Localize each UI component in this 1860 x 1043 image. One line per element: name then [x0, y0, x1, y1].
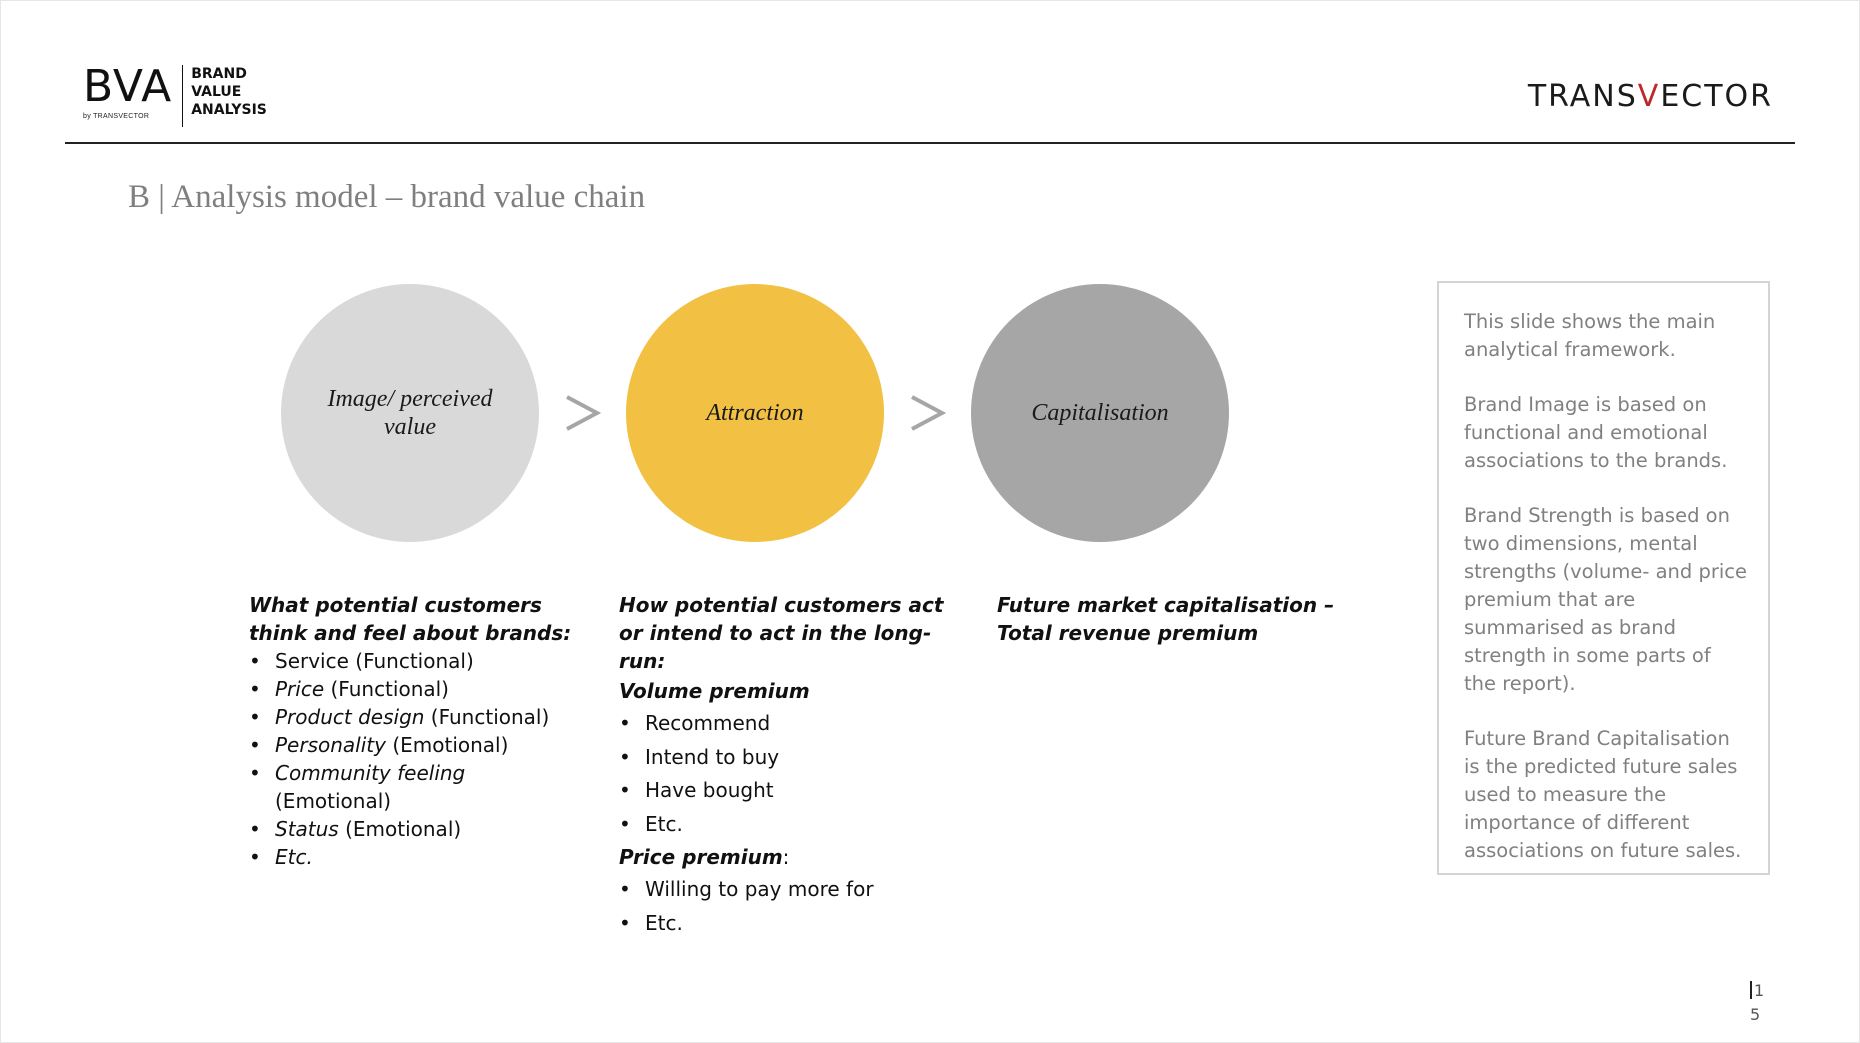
explanation-paragraph: Brand Strength is based on two dimension… — [1464, 504, 1747, 695]
chain-circle-capitalisation: Capitalisation — [971, 284, 1229, 542]
page-number-text: 1 5 — [1750, 981, 1765, 1024]
image-heading: What potential customers think and feel … — [249, 593, 572, 645]
price-premium-label: Price premium: — [619, 845, 790, 869]
chevron-right-icon — [908, 381, 948, 441]
list-item: Willing to pay more for — [619, 873, 949, 907]
list-item: Etc. — [619, 907, 949, 941]
price-premium-list: Willing to pay more for Etc. — [619, 873, 949, 940]
bva-word: VALUE — [191, 84, 242, 100]
capitalisation-heading: Future market capitalisation – Total rev… — [997, 593, 1335, 645]
chain-label-attraction: Attraction — [706, 400, 804, 426]
list-item: Have bought — [619, 774, 949, 808]
page-number-bar — [1750, 981, 1752, 999]
bva-divider — [182, 65, 184, 127]
header-rule — [65, 142, 1795, 144]
chain-label-image: Image/ perceived value — [327, 386, 493, 440]
attraction-description: How potential customers act or intend to… — [619, 591, 949, 940]
chevron-right-icon — [563, 381, 603, 441]
chain-circle-attraction: Attraction — [626, 284, 884, 542]
explanation-paragraph: Future Brand Capitalisation is the predi… — [1464, 727, 1742, 862]
list-item: Recommend — [619, 707, 949, 741]
bva-logo: BVA by TRANSVECTOR BRAND VALUE ANALYSIS — [83, 65, 267, 127]
capitalisation-description: Future market capitalisation – Total rev… — [997, 591, 1337, 647]
image-description: What potential customers think and feel … — [249, 591, 579, 871]
chain-label-capitalisation: Capitalisation — [1031, 400, 1169, 426]
list-item: Etc. — [619, 808, 949, 842]
bva-byline: by TRANSVECTOR — [83, 113, 150, 120]
volume-premium-label: Volume premium — [619, 679, 810, 703]
bva-word: ANALYSIS — [191, 102, 267, 118]
list-item: Intend to buy — [619, 741, 949, 775]
chain-circle-image: Image/ perceived value — [281, 284, 539, 542]
page-title: B | Analysis model – brand value chain — [128, 179, 646, 215]
logo-part: TRANS — [1527, 79, 1638, 114]
bva-mark: BVA by TRANSVECTOR — [83, 61, 173, 121]
explanation-paragraph: This slide shows the main analytical fra… — [1464, 310, 1716, 361]
list-item: Etc. — [249, 843, 579, 871]
explanation-paragraph: Brand Image is based on functional and e… — [1464, 393, 1728, 472]
attraction-heading: How potential customers act or intend to… — [619, 593, 944, 673]
bva-words: BRAND VALUE ANALYSIS — [191, 65, 267, 119]
bva-letters: BVA — [83, 61, 173, 112]
logo-part: ECTOR — [1660, 79, 1773, 114]
logo-accent: V — [1637, 79, 1661, 114]
list-item: Personality (Emotional) — [249, 731, 579, 759]
list-item: Price (Functional) — [249, 675, 579, 703]
list-item: Community feeling (Emotional) — [249, 759, 579, 815]
list-item: Service (Functional) — [249, 647, 579, 675]
list-item: Status (Emotional) — [249, 815, 579, 843]
image-list: Service (Functional) Price (Functional) … — [249, 647, 579, 871]
explanation-box: This slide shows the main analytical fra… — [1437, 281, 1770, 875]
list-item: Product design (Functional) — [249, 703, 579, 731]
transvector-logo: TRANSVECTOR — [1528, 79, 1773, 114]
page-number: 1 5 — [1750, 979, 1764, 1027]
bva-word: BRAND — [191, 66, 247, 82]
volume-premium-list: Recommend Intend to buy Have bought Etc. — [619, 707, 949, 841]
